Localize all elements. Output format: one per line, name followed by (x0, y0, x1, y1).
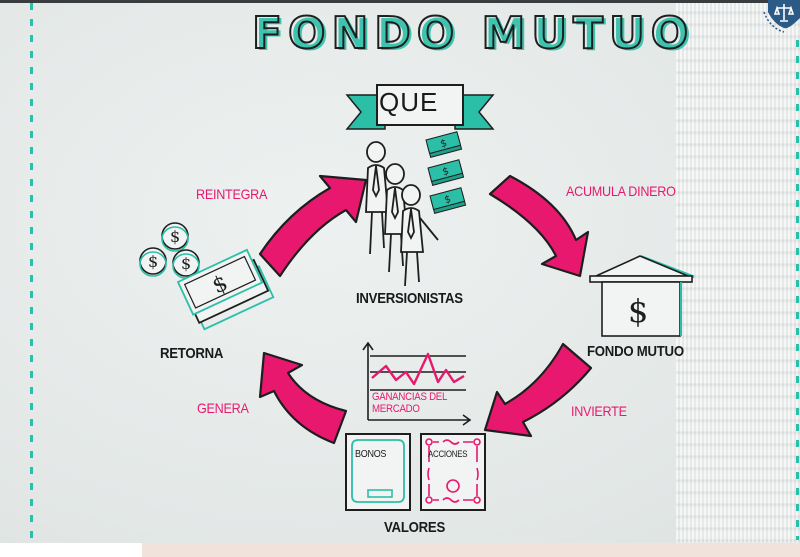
bottom-strip (0, 543, 800, 557)
certificate-label-acciones: ACCIONES (428, 449, 468, 459)
svg-text:$: $ (441, 166, 450, 178)
bond-certificate-icon (345, 433, 411, 511)
coins-and-bills-icon: $$$ $ (139, 222, 275, 331)
chart-label-line1: GANANCIAS DEL (372, 391, 448, 403)
left-dashed-border (30, 3, 33, 543)
svg-text:$: $ (148, 252, 158, 271)
napkin-texture (676, 3, 800, 543)
arrow-acumula-icon (488, 174, 590, 278)
market-gains-chart-icon (362, 341, 472, 426)
flow-label-invierte: INVIERTE (571, 403, 627, 419)
bank-building-dollar-icon: $ (589, 255, 695, 337)
flow-label-acumula: ACUMULA DINERO (566, 183, 676, 199)
chart-label-line2: MERCADO (372, 403, 420, 415)
que-banner-ribbon (345, 84, 495, 130)
node-label-investors: INVERSIONISTAS (356, 290, 463, 307)
node-label-returns: RETORNA (160, 345, 224, 362)
arrow-genera-icon (258, 351, 348, 445)
bottom-white-block (0, 543, 142, 557)
svg-text:$: $ (439, 138, 448, 150)
svg-text:$: $ (628, 292, 648, 330)
svg-text:$: $ (170, 227, 180, 246)
arrow-invierte-icon (483, 342, 593, 438)
que-banner-label: QUE (379, 87, 439, 117)
investors-with-money-icon: $ $ $ (365, 131, 467, 287)
stock-certificate-icon (420, 433, 486, 511)
window-top-border (0, 0, 800, 3)
svg-text:$: $ (443, 194, 452, 206)
shield-scales-logo-icon (763, 0, 800, 33)
certificate-label-bonos: BONOS (355, 449, 387, 460)
node-label-securities: VALORES (384, 519, 445, 536)
svg-text:$: $ (181, 254, 191, 273)
page-title: FONDO MUTUO (251, 7, 695, 60)
arrow-reintegra-icon (258, 174, 368, 278)
right-dashed-border (796, 40, 799, 540)
flow-label-genera: GENERA (197, 400, 249, 416)
node-label-fund: FONDO MUTUO (587, 343, 684, 360)
flow-label-reintegra: REINTEGRA (196, 186, 268, 202)
